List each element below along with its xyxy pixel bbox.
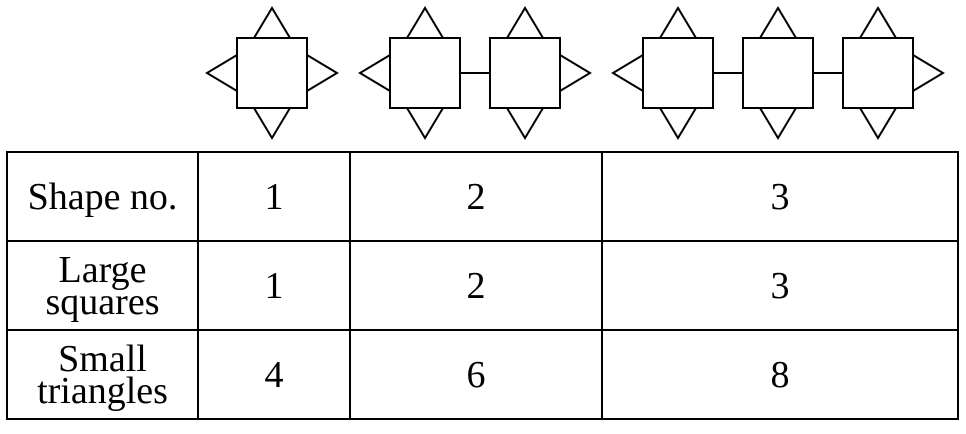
pattern-table: Shape no. 1 2 3 Large squares 1 2 3 Smal… [6, 151, 959, 420]
small-triangle-top [505, 6, 545, 39]
row-header-line: Large [58, 248, 147, 291]
shape-3 [611, 6, 945, 140]
large-square [236, 37, 308, 109]
large-square [642, 37, 714, 109]
small-triangle-bottom [405, 107, 445, 140]
large-square [842, 37, 914, 109]
shape-pattern-svg [205, 6, 945, 140]
small-triangle-right [306, 53, 339, 93]
small-triangle-bottom [858, 107, 898, 140]
small-triangle-top [405, 6, 445, 39]
row-header-line: Shape no. [27, 175, 178, 218]
cell-small-triangles-2: 6 [349, 329, 603, 420]
cell-shape-number-2: 2 [349, 151, 603, 242]
table-row-small-triangles: Small triangles 4 6 8 [6, 329, 959, 420]
cell-shape-number-1: 1 [197, 151, 351, 242]
row-header-line: Small [58, 337, 147, 380]
row-header-large-squares: Large squares [6, 240, 199, 331]
small-triangle-bottom [505, 107, 545, 140]
small-triangle-right [559, 53, 592, 93]
cell-large-squares-2: 2 [349, 240, 603, 331]
cell-small-triangles-1: 4 [197, 329, 351, 420]
cell-small-triangles-3: 8 [601, 329, 959, 420]
table-row-shape-number: Shape no. 1 2 3 [6, 151, 959, 242]
small-triangle-top [658, 6, 698, 39]
large-square [742, 37, 814, 109]
row-header-shape-number: Shape no. [6, 151, 199, 242]
shape-pattern-figure [0, 0, 966, 150]
small-triangle-top [252, 6, 292, 39]
large-square [489, 37, 561, 109]
row-header-line: triangles [37, 369, 168, 412]
table-row-large-squares: Large squares 1 2 3 [6, 240, 959, 331]
cell-large-squares-1: 1 [197, 240, 351, 331]
small-triangle-left [205, 53, 238, 93]
small-triangle-top [758, 6, 798, 39]
shape-2 [358, 6, 592, 140]
cell-shape-number-3: 3 [601, 151, 959, 242]
row-header-line: squares [45, 280, 160, 323]
small-triangle-right [912, 53, 945, 93]
large-square [389, 37, 461, 109]
shape-1 [205, 6, 339, 140]
cell-large-squares-3: 3 [601, 240, 959, 331]
small-triangle-top [858, 6, 898, 39]
row-header-small-triangles: Small triangles [6, 329, 199, 420]
small-triangle-bottom [758, 107, 798, 140]
small-triangle-left [358, 53, 391, 93]
small-triangle-bottom [658, 107, 698, 140]
small-triangle-bottom [252, 107, 292, 140]
small-triangle-left [611, 53, 644, 93]
